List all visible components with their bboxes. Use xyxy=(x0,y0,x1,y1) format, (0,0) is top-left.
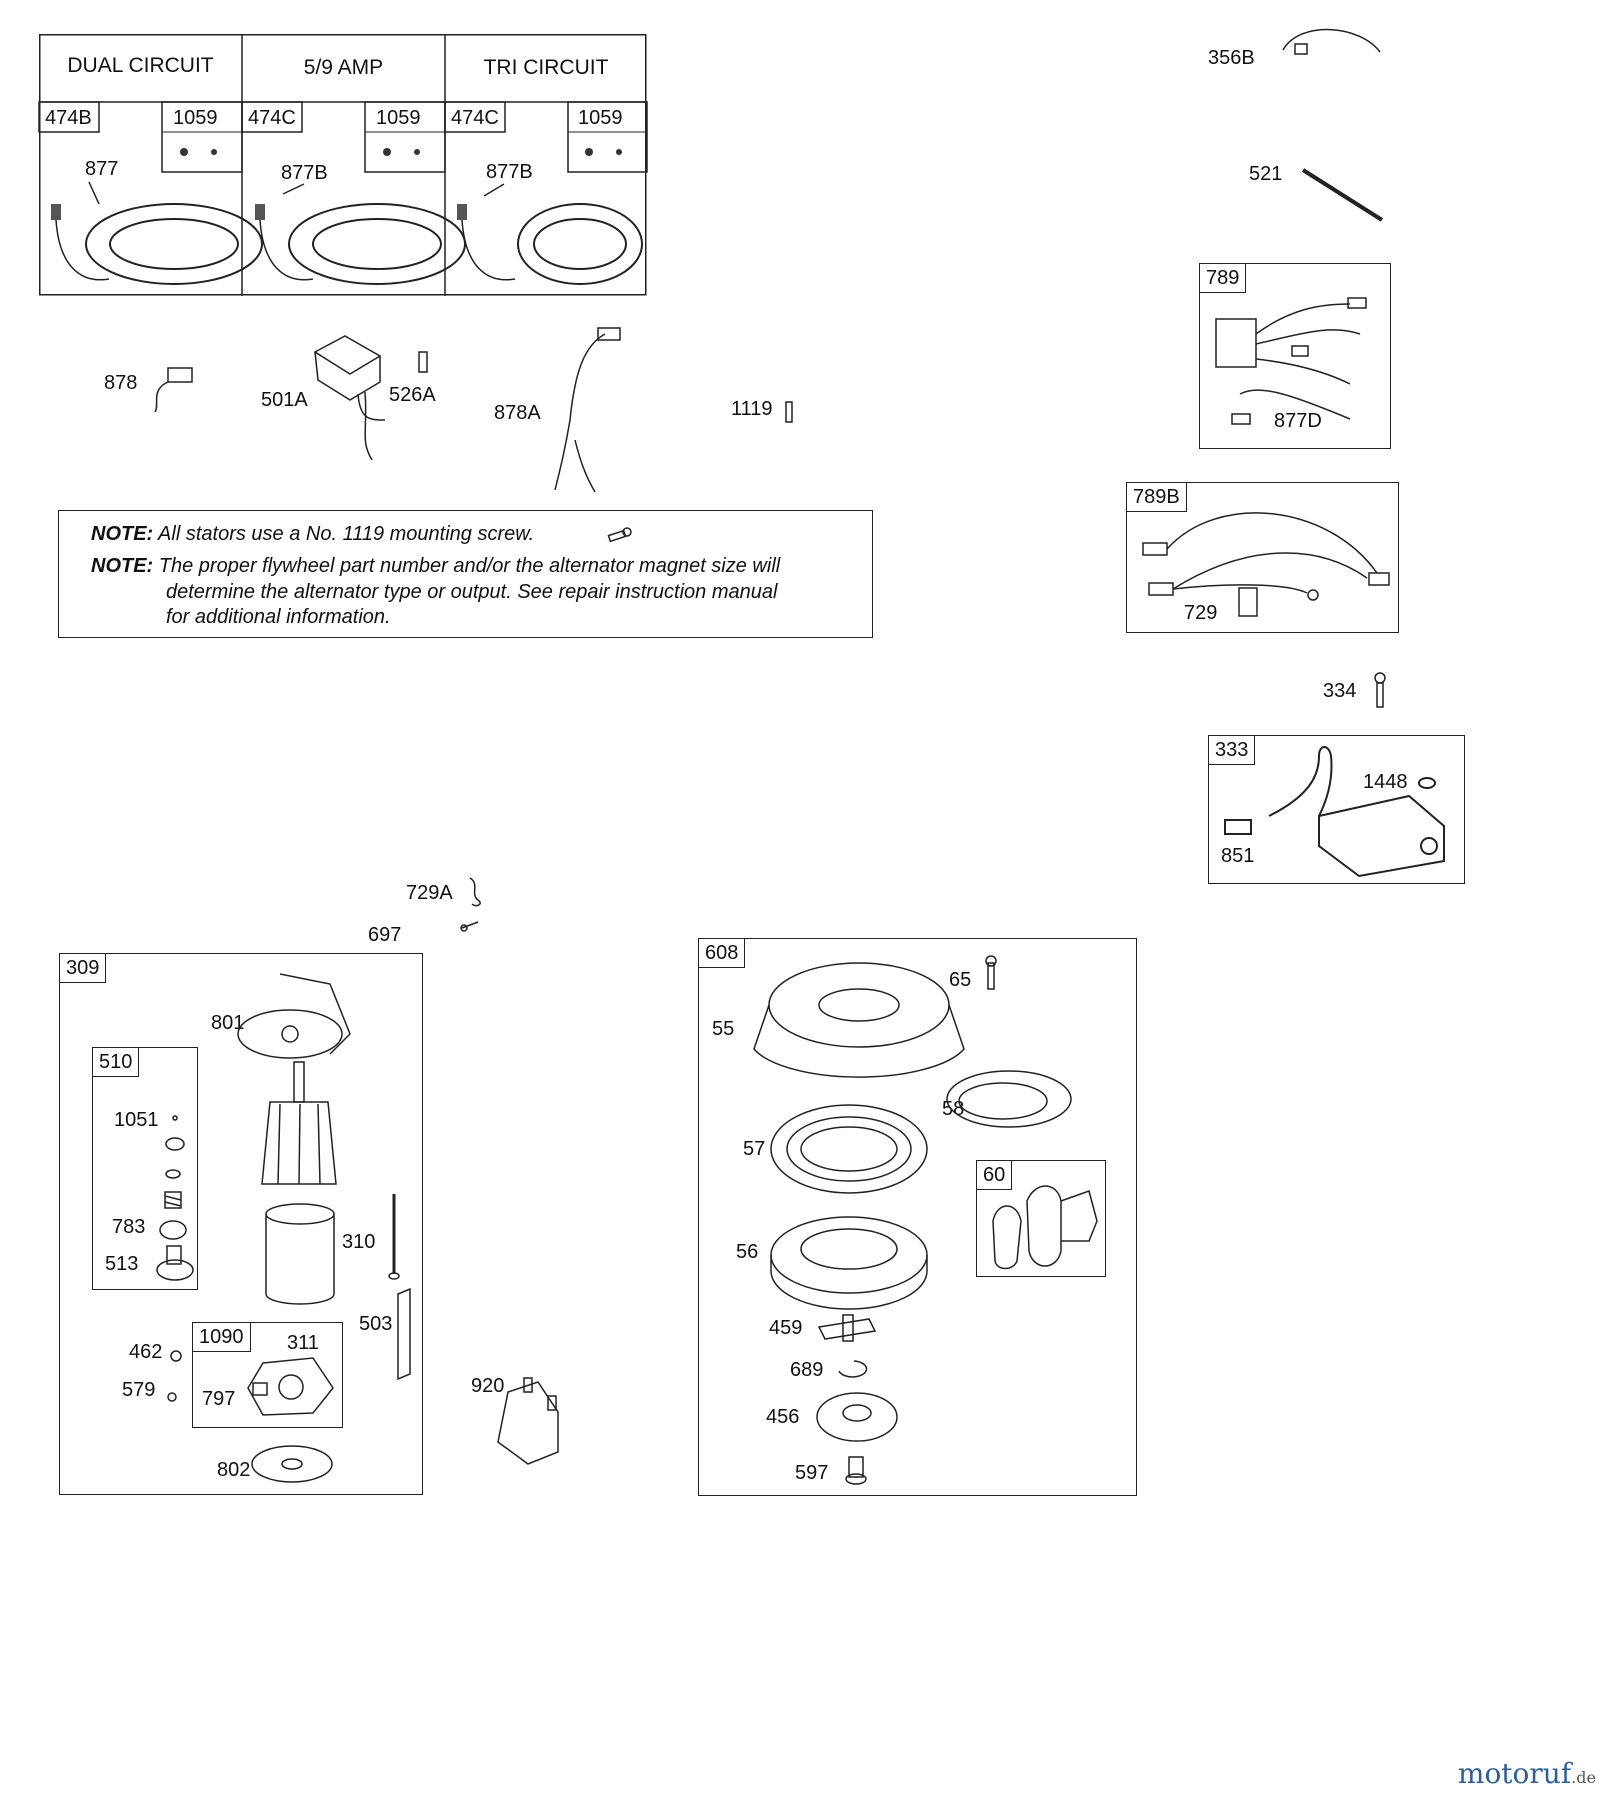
tag-60: 60 xyxy=(977,1161,1013,1190)
label-334: 334 xyxy=(1323,680,1357,702)
tag-789: 789 xyxy=(1200,264,1247,293)
label-920: 920 xyxy=(471,1375,505,1397)
part-474B: 474B xyxy=(45,107,92,129)
note-2-line3: for additional information. xyxy=(166,606,391,628)
box-309: 309 801 310 503 462 579 802 xyxy=(59,953,423,1495)
label-513: 513 xyxy=(105,1253,139,1275)
box-333: 333 1448 851 xyxy=(1208,735,1465,884)
box-1090: 1090 311 797 xyxy=(192,1322,343,1428)
label-456: 456 xyxy=(766,1406,800,1428)
stator-rings xyxy=(51,148,647,296)
label-697: 697 xyxy=(368,924,402,946)
watermark-tld: .de xyxy=(1571,1768,1596,1787)
label-459: 459 xyxy=(769,1317,803,1339)
tag-608: 608 xyxy=(699,939,746,968)
kit-1059-b: 1059 xyxy=(376,107,421,129)
part-474C-a: 474C xyxy=(248,107,296,129)
solenoid-920-art xyxy=(478,1372,568,1472)
label-311: 311 xyxy=(287,1332,319,1354)
kit-1059-c: 1059 xyxy=(578,107,623,129)
watermark-brand: motoruf xyxy=(1457,1757,1572,1790)
label-802: 802 xyxy=(217,1459,251,1481)
harness-789B-art xyxy=(1127,483,1400,634)
clip-729A-icon xyxy=(460,874,520,954)
note-2-line2: determine the alternator type or output.… xyxy=(166,581,778,603)
label-851: 851 xyxy=(1221,845,1255,867)
harness-789-art xyxy=(1200,264,1392,450)
tag-510: 510 xyxy=(93,1048,140,1077)
wire-877B-b: 877B xyxy=(486,161,533,183)
starter-handle-art xyxy=(977,1161,1107,1278)
box-60: 60 xyxy=(976,1160,1106,1277)
wire-877: 877 xyxy=(85,158,119,180)
note-box: NOTE: All stators use a No. 1119 mountin… xyxy=(58,510,873,638)
mounting-screw-icon xyxy=(607,525,635,545)
kit-1059-a: 1059 xyxy=(173,107,218,129)
stator-title-dual: DUAL CIRCUIT xyxy=(67,54,214,77)
tag-1090: 1090 xyxy=(193,1323,251,1352)
box-608: 608 65 55 58 57 56 459 689 456 597 xyxy=(698,938,1137,1496)
label-1119: 1119 xyxy=(731,398,773,420)
note-2-label: NOTE: xyxy=(91,555,154,577)
screw-334-icon xyxy=(1370,672,1390,712)
pinion-kit-art xyxy=(93,1048,199,1291)
recoil-starter-art xyxy=(699,939,1138,1497)
label-1051: 1051 xyxy=(114,1109,159,1131)
label-57: 57 xyxy=(743,1138,766,1160)
stator-table: DUAL CIRCUIT 5/9 AMP TRI CIRCUIT 474B 47… xyxy=(39,34,647,296)
stator-table-grid xyxy=(39,34,647,296)
label-501A: 501A xyxy=(261,389,308,411)
tag-789B: 789B xyxy=(1127,483,1187,512)
tag-333: 333 xyxy=(1209,736,1256,765)
label-729: 729 xyxy=(1184,602,1218,624)
starter-art xyxy=(60,954,424,1496)
label-56: 56 xyxy=(736,1241,759,1263)
label-526A: 526A xyxy=(389,384,436,406)
label-878A: 878A xyxy=(494,402,541,424)
label-1448: 1448 xyxy=(1363,771,1408,793)
box-510: 510 1051 783 513 xyxy=(92,1047,198,1290)
label-55: 55 xyxy=(712,1018,735,1040)
label-877D: 877D xyxy=(1274,410,1322,432)
label-579: 579 xyxy=(122,1379,156,1401)
part-474C-b: 474C xyxy=(451,107,499,129)
note-1-label: NOTE: xyxy=(91,523,154,545)
ignition-coil-art xyxy=(1209,736,1466,885)
tag-309: 309 xyxy=(60,954,107,983)
label-462: 462 xyxy=(129,1341,163,1363)
brush-holder-art xyxy=(193,1323,344,1429)
label-878: 878 xyxy=(104,372,138,394)
label-65: 65 xyxy=(949,969,972,991)
label-503: 503 xyxy=(359,1313,393,1335)
stator-title-59amp: 5/9 AMP xyxy=(303,56,384,79)
label-729A: 729A xyxy=(406,882,453,904)
label-797: 797 xyxy=(202,1388,236,1410)
label-521: 521 xyxy=(1249,163,1283,185)
label-597: 597 xyxy=(795,1462,829,1484)
label-689: 689 xyxy=(790,1359,824,1381)
label-310: 310 xyxy=(342,1231,376,1253)
row2-parts-art xyxy=(0,0,1610,520)
watermark-logo: motoruf.de xyxy=(1458,1757,1596,1790)
label-356B: 356B xyxy=(1208,47,1255,69)
note-1-text: All stators use a No. 1119 mounting scre… xyxy=(158,523,535,545)
box-789: 789 877D xyxy=(1199,263,1391,449)
wire-877B-a: 877B xyxy=(281,162,328,184)
note-2-text: The proper flywheel part number and/or t… xyxy=(158,555,781,577)
label-801: 801 xyxy=(211,1012,245,1034)
box-789B: 789B 729 xyxy=(1126,482,1399,633)
label-783: 783 xyxy=(112,1216,146,1238)
stator-title-tri: TRI CIRCUIT xyxy=(483,56,609,79)
